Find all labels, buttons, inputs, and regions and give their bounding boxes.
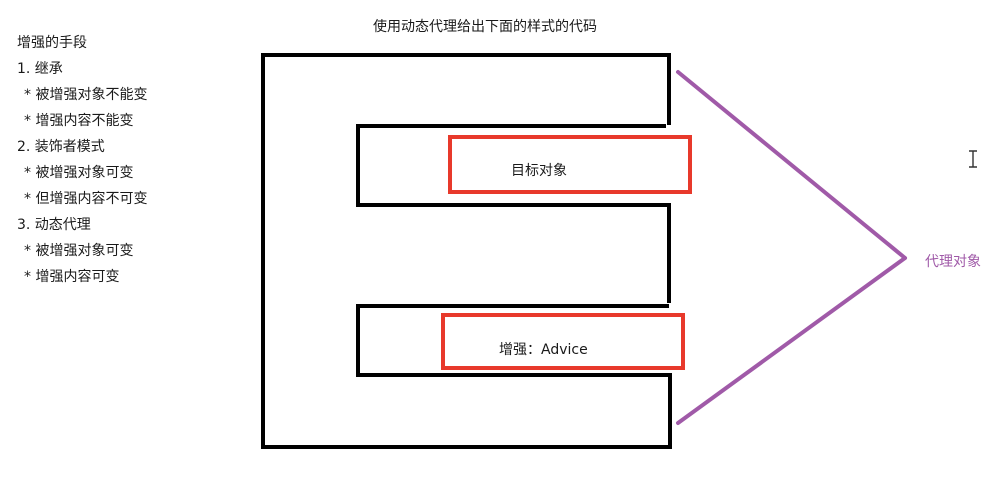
proxy-bracket-lower [676, 256, 907, 425]
advice-box [441, 313, 685, 370]
text-cursor-icon [969, 150, 977, 168]
page-title: 使用动态代理给出下面的样式的代码 [373, 19, 597, 35]
notes-item: * 增强内容不能变 [24, 113, 134, 129]
target-object-label: 目标对象 [511, 163, 567, 179]
upper-notch-outline [356, 124, 671, 303]
proxy-outline-shape [261, 53, 672, 449]
notes-item: * 被增强对象可变 [24, 243, 134, 259]
notes-item: * 被增强对象可变 [24, 165, 134, 181]
notes-heading: 增强的手段 [17, 35, 87, 51]
lower-notch-outline [356, 304, 669, 377]
notes-item-inheritance: 1. 继承 [17, 61, 63, 77]
enhancement-notes: 增强的手段 1. 继承 * 被增强对象不能变 * 增强内容不能变 2. 装饰者模… [17, 30, 147, 290]
notes-item: * 但增强内容不可变 [24, 191, 148, 207]
target-object-box [448, 135, 692, 194]
notes-item: * 增强内容可变 [24, 269, 120, 285]
proxy-object-label: 代理对象 [925, 254, 981, 270]
notes-item: * 被增强对象不能变 [24, 87, 148, 103]
advice-label: 增强：Advice [499, 342, 588, 358]
notes-item-decorator: 2. 装饰者模式 [17, 139, 105, 155]
notes-item-dynamic-proxy: 3. 动态代理 [17, 217, 91, 233]
proxy-bracket-upper [676, 70, 907, 260]
